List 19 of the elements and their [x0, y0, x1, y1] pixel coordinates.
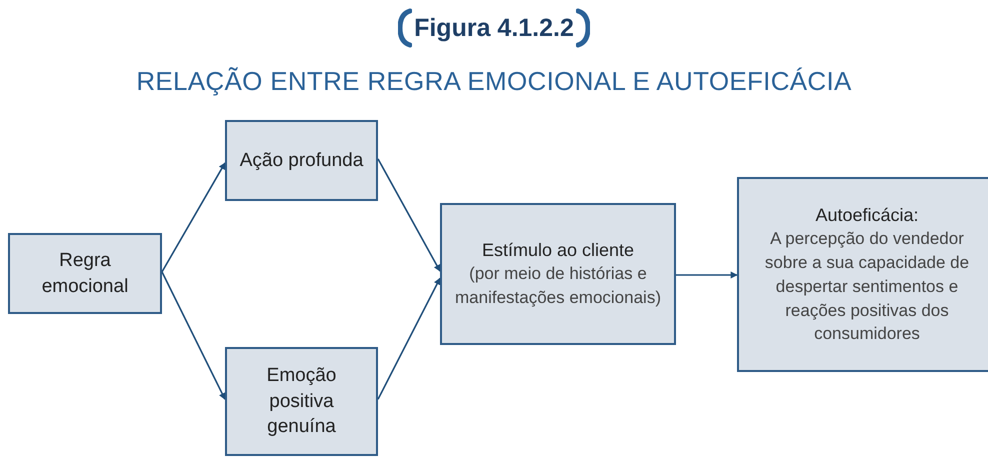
- process-box: [440, 203, 676, 345]
- process-box: [737, 177, 988, 372]
- box-heading: Emoção positiva genuína: [266, 364, 338, 440]
- arrow: [161, 162, 226, 272]
- arrow: [676, 272, 738, 278]
- box-description: A percepção do vendedor sobre a sua capacidade de despertar sentimentos e reações positivas dos consumidores: [764, 228, 970, 346]
- arrow: [377, 278, 441, 400]
- diagram-title: RELAÇÃO ENTRE REGRA EMOCIONAL E AUTOEFICÁCIA: [135, 66, 853, 97]
- process-box: [8, 233, 162, 314]
- box-heading: Ação profunda: [240, 148, 364, 173]
- box-description: (por meio de histórias e manifestações emocionais): [454, 263, 662, 310]
- figure-number: Figura 4.1.2.2: [414, 14, 574, 42]
- process-box: [225, 120, 378, 201]
- box-heading: Autoeficácia:: [815, 204, 919, 227]
- arrow: [377, 158, 441, 272]
- box-heading: Regra emocional: [40, 248, 130, 298]
- process-box: [225, 347, 378, 456]
- box-heading: Estímulo ao cliente: [482, 239, 634, 262]
- arrow: [161, 272, 226, 400]
